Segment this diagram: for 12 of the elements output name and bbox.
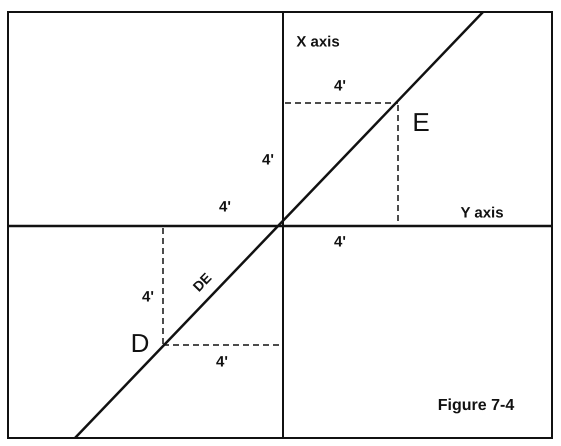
axis-label: X axis bbox=[296, 34, 340, 50]
point-label: D bbox=[130, 330, 150, 356]
point-label: E bbox=[412, 109, 430, 135]
dimension-label: 4' bbox=[142, 290, 154, 304]
figure-caption: Figure 7-4 bbox=[438, 398, 514, 414]
dimension-label: 4' bbox=[216, 354, 228, 370]
dimension-label: 4' bbox=[262, 152, 274, 168]
dimension-label: 4' bbox=[334, 234, 346, 250]
dimension-label: 4' bbox=[334, 78, 346, 94]
dimension-label: 4' bbox=[219, 200, 231, 214]
axis-label: Y axis bbox=[460, 206, 504, 220]
line-label: DE bbox=[190, 270, 214, 294]
